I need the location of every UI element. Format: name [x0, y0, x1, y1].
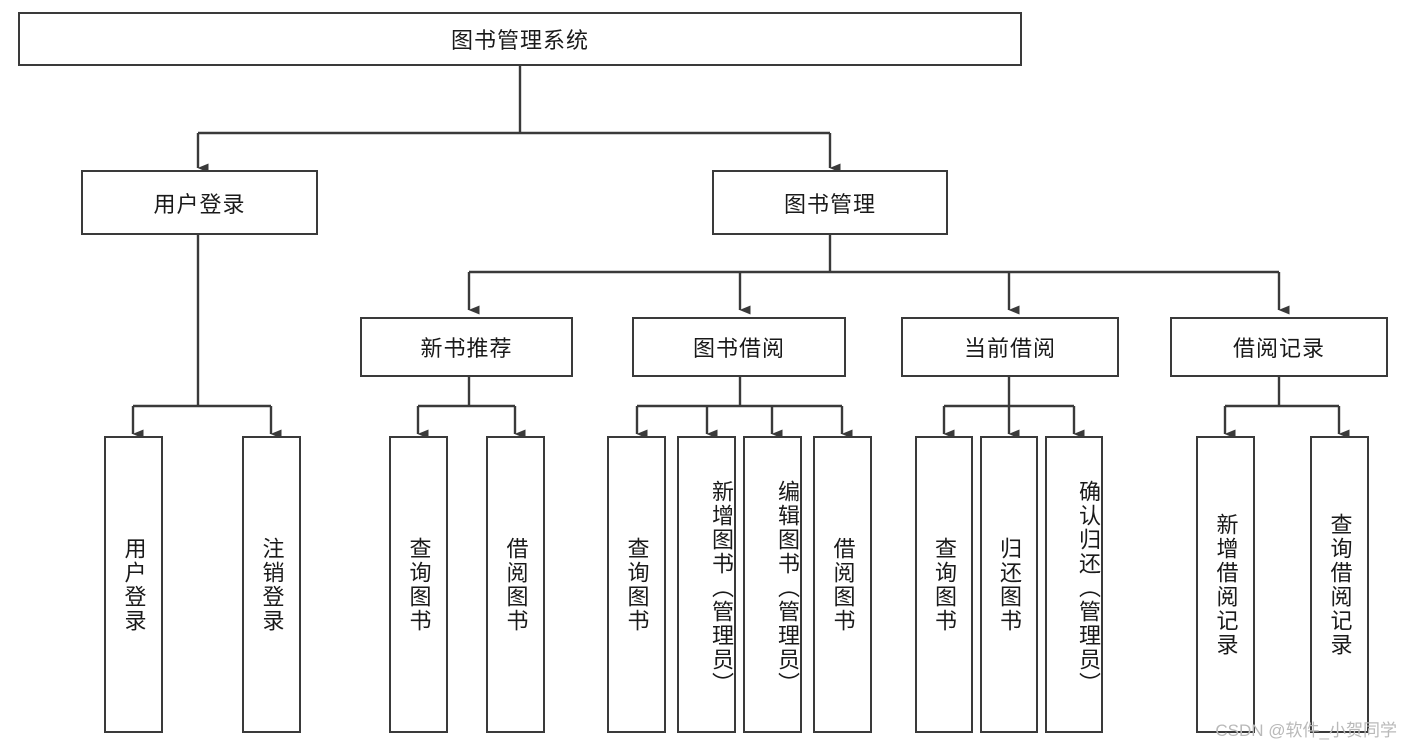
leaf-add-borrow-record[interactable]: 新增借阅记录 — [1196, 436, 1255, 733]
node-root-system[interactable]: 图书管理系统 — [18, 12, 1022, 66]
leaf-query-book-borrow[interactable]: 查询图书 — [607, 436, 666, 733]
leaf-query-borrow-record[interactable]: 查询借阅记录 — [1310, 436, 1369, 733]
leaf-logout[interactable]: 注销登录 — [242, 436, 301, 733]
node-borrow-record[interactable]: 借阅记录 — [1170, 317, 1388, 377]
leaf-query-book-recommend[interactable]: 查询图书 — [389, 436, 448, 733]
csdn-watermark: CSDN @软件_小贺同学 — [1215, 721, 1397, 740]
leaf-add-book-admin[interactable]: 新增图书（管理员） — [677, 436, 736, 733]
leaf-borrow-book-recommend[interactable]: 借阅图书 — [486, 436, 545, 733]
leaf-user-login[interactable]: 用户登录 — [104, 436, 163, 733]
leaf-confirm-return-admin[interactable]: 确认归还（管理员） — [1045, 436, 1103, 733]
leaf-return-book[interactable]: 归还图书 — [980, 436, 1038, 733]
node-new-book-recommend[interactable]: 新书推荐 — [360, 317, 573, 377]
node-user-login[interactable]: 用户登录 — [81, 170, 318, 235]
node-current-borrow[interactable]: 当前借阅 — [901, 317, 1119, 377]
node-book-management[interactable]: 图书管理 — [712, 170, 948, 235]
leaf-borrow-book[interactable]: 借阅图书 — [813, 436, 872, 733]
leaf-query-book-current[interactable]: 查询图书 — [915, 436, 973, 733]
node-book-borrow[interactable]: 图书借阅 — [632, 317, 846, 377]
leaf-edit-book-admin[interactable]: 编辑图书（管理员） — [743, 436, 802, 733]
